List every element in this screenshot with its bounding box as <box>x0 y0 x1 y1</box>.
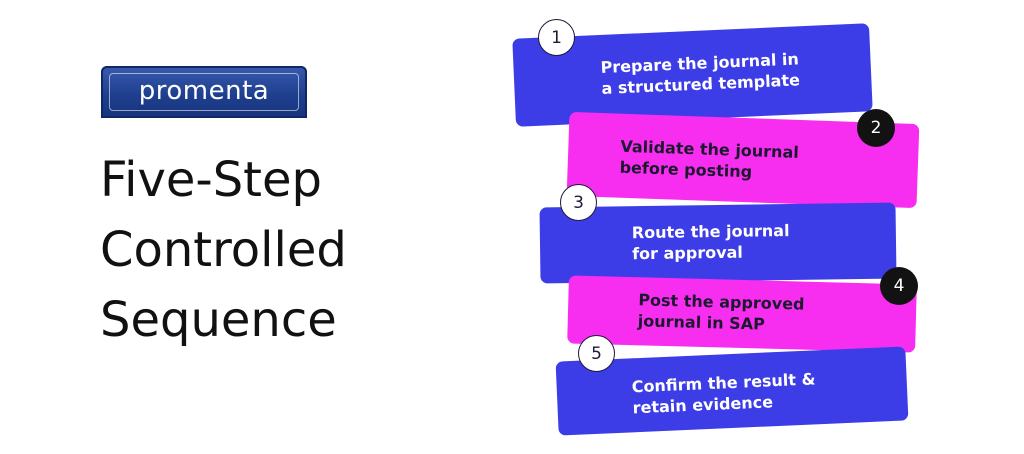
step-4-card: Post the approved journal in SAP <box>567 275 917 353</box>
step-1-number-badge: 1 <box>538 19 575 56</box>
promenta-logo: promenta <box>101 66 307 118</box>
logo-frame <box>109 73 299 111</box>
title-line-3: Sequence <box>100 292 337 348</box>
step-3-number-badge: 3 <box>560 184 597 221</box>
step-4-number-badge: 4 <box>880 267 918 305</box>
step-4-line-2: journal in SAP <box>637 311 766 334</box>
step-5-number-badge: 5 <box>578 335 615 372</box>
step-2-number-badge: 2 <box>857 109 895 147</box>
title-line-1: Five-Step <box>100 152 322 208</box>
step-3-line-2: for approval <box>632 242 743 264</box>
step-3-card: Route the journal for approval <box>539 202 897 284</box>
page-title: Five-Step Controlled Sequence <box>100 145 430 355</box>
logo-text: promenta <box>138 76 270 106</box>
title-line-2: Controlled <box>100 222 347 278</box>
step-3-line-1: Route the journal <box>631 221 790 243</box>
